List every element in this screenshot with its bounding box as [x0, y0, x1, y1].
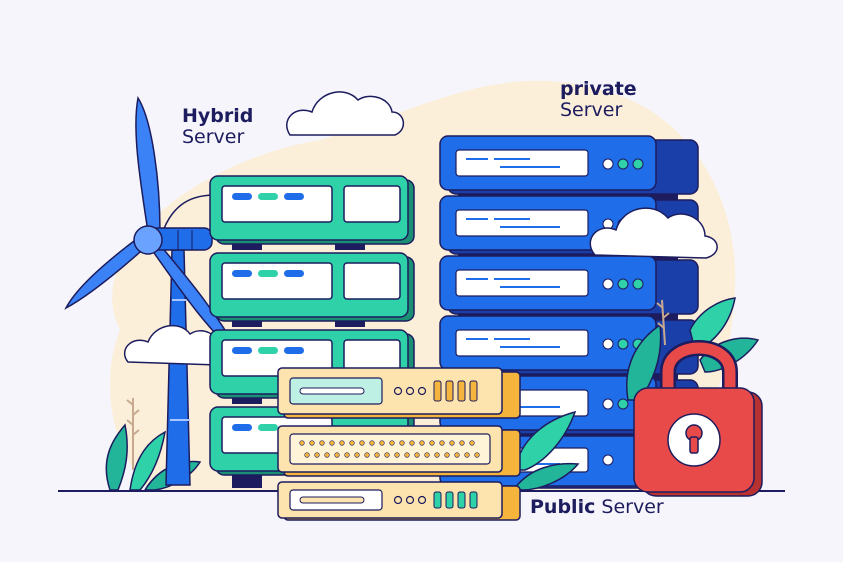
wind-turbine-icon	[64, 95, 243, 486]
server-rack-icon	[277, 367, 521, 521]
cloud-icon	[589, 207, 718, 259]
hybrid-server-title: Hybrid	[182, 105, 254, 127]
hybrid-server-subtitle: Server	[182, 125, 245, 148]
leaf-icon	[513, 410, 580, 491]
leaf-icon	[105, 398, 202, 491]
public-server-subtitle: Server	[601, 496, 664, 518]
private-server-label: private Server	[560, 79, 637, 121]
padlock-icon	[633, 340, 763, 497]
hybrid-server-label: Hybrid Server	[182, 106, 253, 148]
public-server-label: Public Server	[530, 497, 664, 518]
cloud-icon	[286, 91, 404, 136]
private-server-title: private	[560, 78, 637, 100]
private-server-subtitle: Server	[560, 98, 623, 121]
public-server-title: Public	[530, 496, 596, 518]
